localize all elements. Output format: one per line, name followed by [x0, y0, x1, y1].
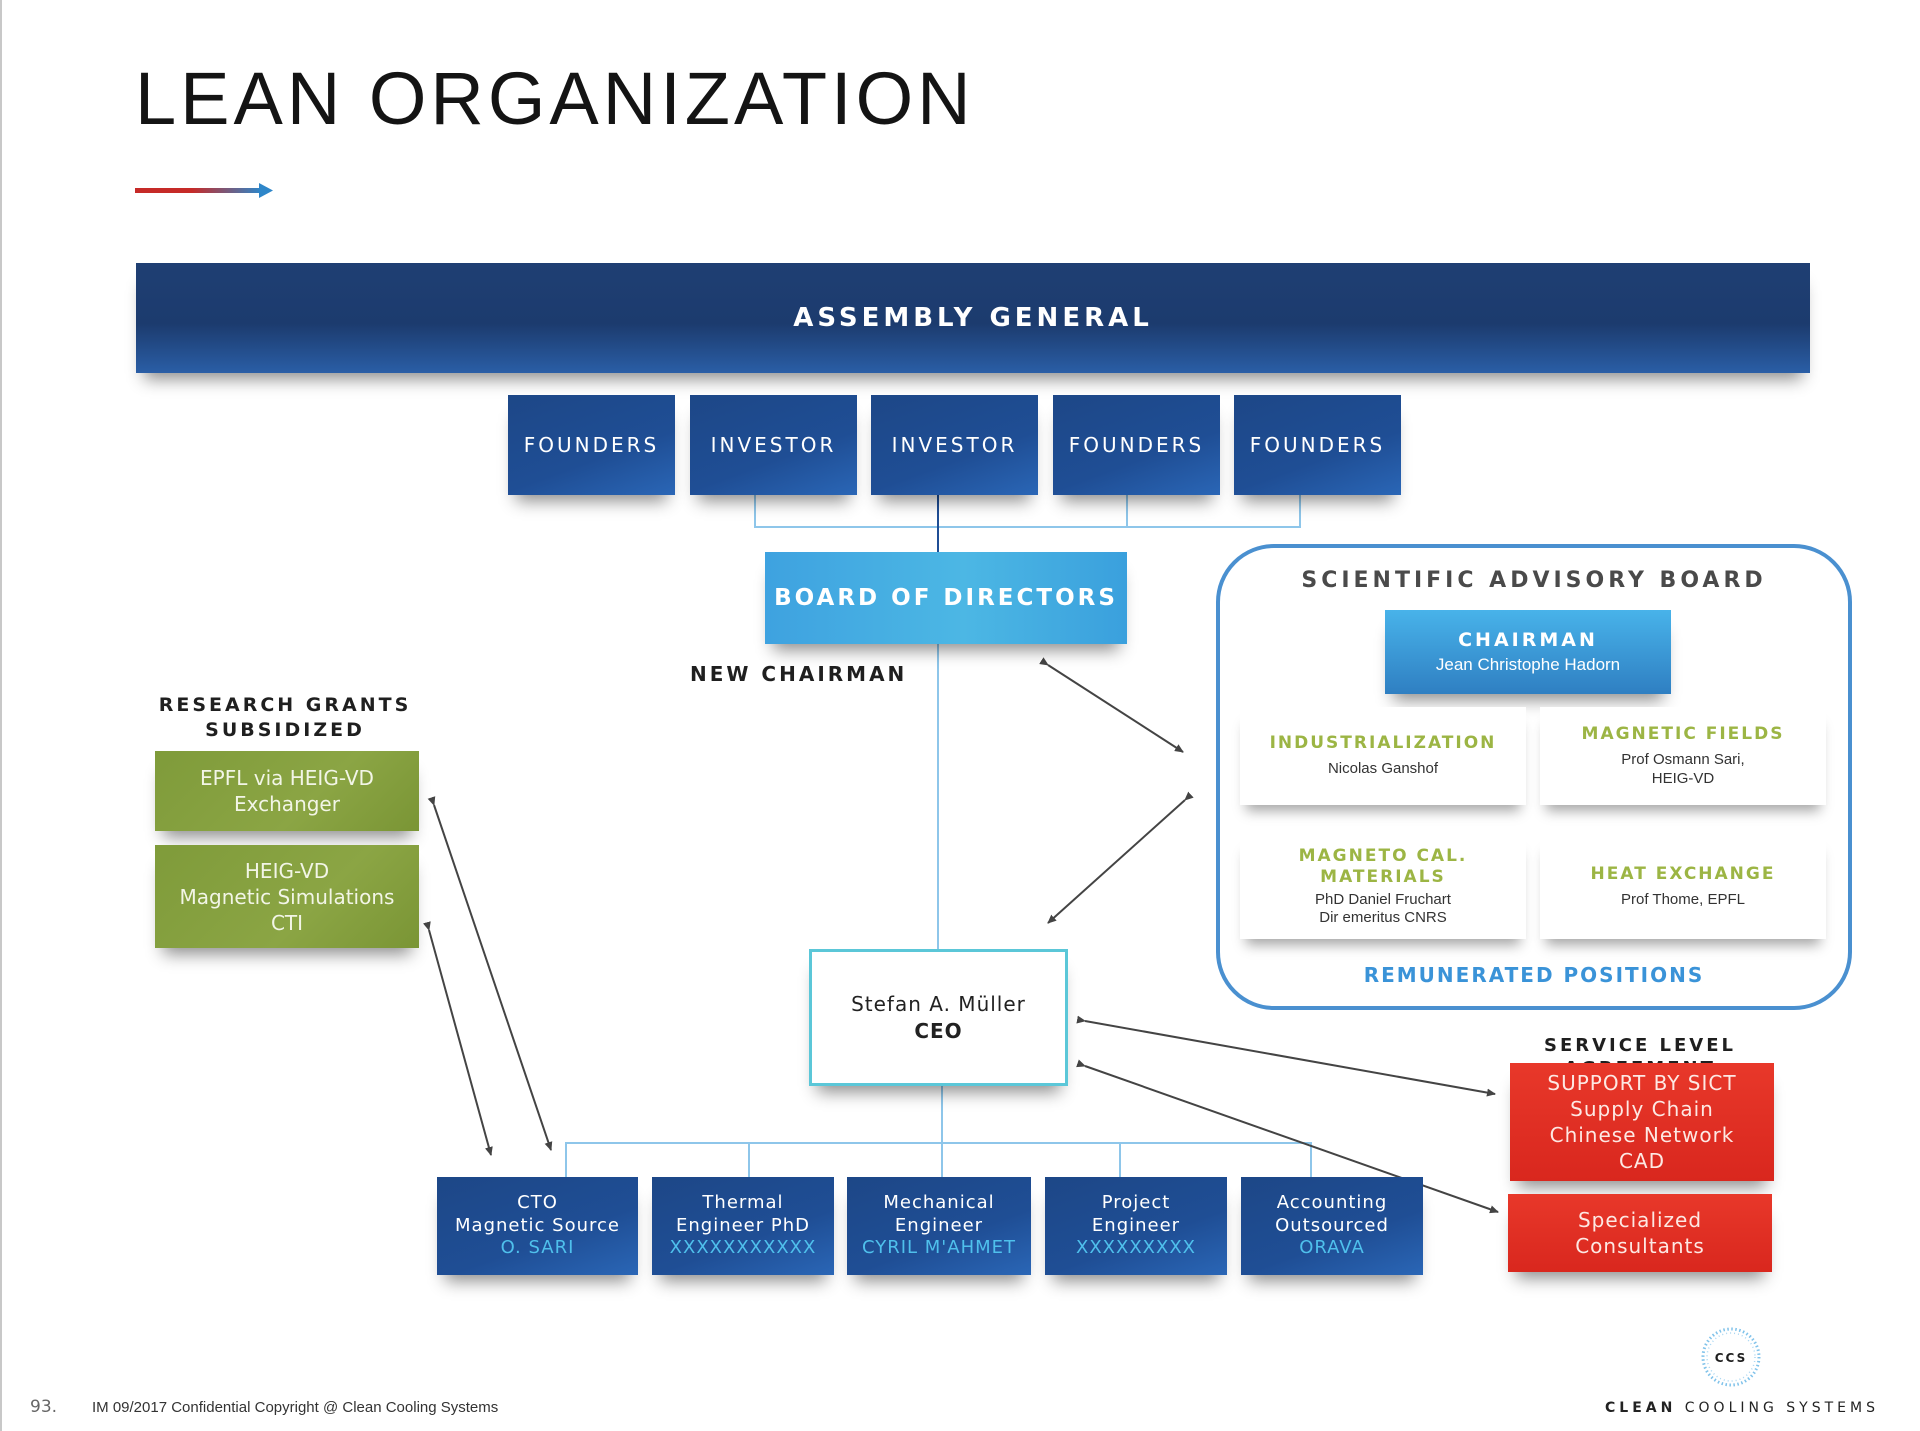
- shareholder-label: INVESTOR: [891, 433, 1018, 457]
- sab-card-heading: MAGNETIC FIELDS: [1581, 723, 1785, 744]
- brand-rest: COOLING SYSTEMS: [1676, 1400, 1879, 1416]
- title-arrow-icon: [135, 183, 273, 198]
- consultants-line: Specialized: [1577, 1208, 1703, 1232]
- staff-box-mechanical: Mechanical Engineer CYRIL M'AHMET: [847, 1177, 1031, 1275]
- sict-line: CAD: [1618, 1149, 1666, 1173]
- sab-card-person: Nicolas Ganshof: [1327, 760, 1439, 778]
- specialized-consultants-box: Specialized Consultants: [1508, 1194, 1772, 1272]
- shareholder-box: FOUNDERS: [1053, 395, 1220, 495]
- shareholder-label: FOUNDERS: [1249, 433, 1386, 457]
- research-grants-heading: RESEARCH GRANTS SUBSIDIZED: [150, 693, 420, 742]
- ceo-role: CEO: [914, 1019, 963, 1043]
- chairman-name: Jean Christophe Hadorn: [1435, 655, 1621, 674]
- page-edge: [0, 0, 2, 1431]
- logo-initials: CCS: [1715, 1351, 1747, 1365]
- research-heading-line: SUBSIDIZED: [205, 718, 365, 741]
- sab-card-heading-line: MATERIALS: [1320, 867, 1446, 888]
- staff-box-accounting: Accounting Outsourced ORAVA: [1241, 1177, 1423, 1275]
- sab-chairman-box: CHAIRMAN Jean Christophe Hadorn: [1385, 610, 1671, 694]
- assembly-label: ASSEMBLY GENERAL: [793, 303, 1153, 333]
- ccs-logo-icon: CCS: [1701, 1327, 1761, 1387]
- staff-line: Outsourced: [1275, 1214, 1389, 1236]
- brand-bold: CLEAN: [1605, 1400, 1677, 1416]
- shareholder-label: INVESTOR: [710, 433, 837, 457]
- shareholder-box: FOUNDERS: [1234, 395, 1401, 495]
- sab-card-person: Prof Osmann Sari, HEIG-VD: [1621, 751, 1744, 789]
- assembly-general-box: ASSEMBLY GENERAL: [136, 263, 1810, 373]
- board-label: BOARD OF DIRECTORS: [774, 585, 1118, 611]
- staff-box-cto: CTO Magnetic Source O. SARI: [437, 1177, 638, 1275]
- grant-epfl-box: EPFL via HEIG-VD Exchanger: [155, 751, 419, 831]
- shareholder-label: FOUNDERS: [523, 433, 660, 457]
- sab-card-heading-line: MAGNETO CAL.: [1298, 846, 1468, 866]
- grant-line: HEIG-VD: [244, 858, 330, 883]
- shareholder-label: FOUNDERS: [1068, 433, 1205, 457]
- staff-line: Magnetic Source: [455, 1214, 620, 1236]
- sab-card-magneto-cal: MAGNETO CAL. MATERIALS PhD Daniel Frucha…: [1240, 835, 1526, 939]
- consultants-line: Consultants: [1575, 1234, 1705, 1258]
- staff-line: Engineer: [894, 1214, 984, 1236]
- sab-card-person: PhD Daniel Fruchart Dir emeritus CNRS: [1315, 891, 1451, 929]
- staff-person: XXXXXXXXXXX: [669, 1237, 817, 1259]
- sict-line: SUPPORT BY SICT: [1547, 1071, 1737, 1095]
- staff-line: Engineer PhD: [675, 1214, 810, 1236]
- grant-line: CTI: [270, 910, 304, 935]
- staff-person: O. SARI: [500, 1237, 575, 1259]
- staff-line: Mechanical: [883, 1192, 995, 1214]
- footer-copyright: IM 09/2017 Confidential Copyright @ Clea…: [92, 1399, 499, 1416]
- shareholder-box: FOUNDERS: [508, 395, 675, 495]
- sab-card-industrialization: INDUSTRIALIZATION Nicolas Ganshof: [1240, 707, 1526, 805]
- sab-card-person-line: HEIG-VD: [1651, 769, 1715, 787]
- page-title: LEAN ORGANIZATION: [135, 57, 975, 140]
- grant-line: Magnetic Simulations: [179, 884, 395, 909]
- grant-line: Exchanger: [234, 792, 340, 816]
- shareholder-box: INVESTOR: [871, 395, 1038, 495]
- sab-card-magnetic-fields: MAGNETIC FIELDS Prof Osmann Sari, HEIG-V…: [1540, 707, 1826, 805]
- staff-person: XXXXXXXXX: [1076, 1237, 1196, 1259]
- sab-card-heading: INDUSTRIALIZATION: [1269, 733, 1497, 753]
- scientific-advisory-board-frame: [1216, 544, 1852, 1010]
- staff-line: CTO: [517, 1192, 558, 1214]
- shareholder-box: INVESTOR: [690, 395, 857, 495]
- staff-person: CYRIL M'AHMET: [861, 1237, 1017, 1259]
- staff-line: Project: [1101, 1192, 1171, 1214]
- chairman-role: CHAIRMAN: [1458, 629, 1598, 651]
- staff-person: ORAVA: [1299, 1237, 1365, 1259]
- new-chairman-label: NEW CHAIRMAN: [690, 662, 908, 686]
- page-number: 93.: [30, 1397, 58, 1417]
- grant-line: EPFL via HEIG-VD: [200, 766, 374, 790]
- research-heading-line: RESEARCH GRANTS: [158, 694, 412, 716]
- grant-heig-box: HEIG-VD Magnetic Simulations CTI: [155, 845, 419, 948]
- staff-line: Thermal: [702, 1192, 784, 1214]
- sab-card-person: Prof Thome, EPFL: [1621, 891, 1745, 909]
- ceo-box: Stefan A. Müller CEO: [809, 949, 1068, 1086]
- ceo-name: Stefan A. Müller: [851, 992, 1026, 1016]
- staff-box-project: Project Engineer XXXXXXXXX: [1045, 1177, 1227, 1275]
- staff-box-thermal: Thermal Engineer PhD XXXXXXXXXXX: [652, 1177, 834, 1275]
- sab-card-heat-exchange: HEAT EXCHANGE Prof Thome, EPFL: [1540, 835, 1826, 939]
- sict-support-box: SUPPORT BY SICT Supply Chain Chinese Net…: [1510, 1063, 1774, 1181]
- sict-line: Chinese Network: [1549, 1123, 1735, 1147]
- sab-card-heading: HEAT EXCHANGE: [1590, 864, 1776, 884]
- sab-title: SCIENTIFIC ADVISORY BOARD: [1301, 568, 1767, 593]
- sab-card-heading: MAGNETO CAL. MATERIALS: [1299, 846, 1468, 889]
- staff-line: Engineer: [1091, 1214, 1181, 1236]
- sab-card-person-line: Prof Osmann Sari,: [1621, 750, 1745, 768]
- sict-line: Supply Chain: [1570, 1097, 1714, 1121]
- remunerated-positions-label: REMUNERATED POSITIONS: [1363, 963, 1705, 987]
- sab-card-person-line: PhD Daniel Fruchart: [1315, 890, 1451, 908]
- sab-card-person-line: Dir emeritus CNRS: [1319, 909, 1447, 927]
- brand-wordmark: CLEAN COOLING SYSTEMS: [1605, 1400, 1879, 1416]
- staff-line: Accounting: [1276, 1192, 1388, 1214]
- board-of-directors-box: BOARD OF DIRECTORS: [765, 552, 1127, 644]
